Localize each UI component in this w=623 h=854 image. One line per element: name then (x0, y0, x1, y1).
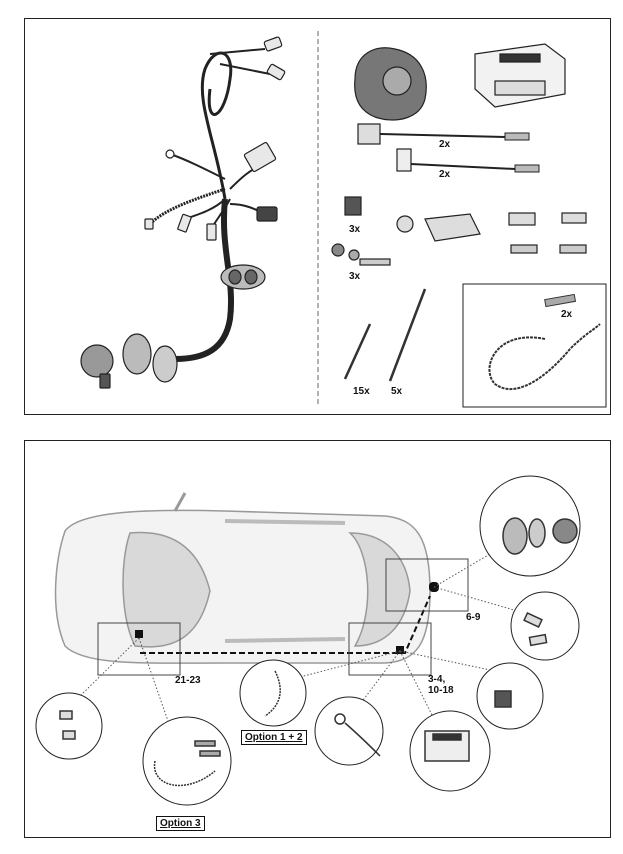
installation-drawing (35, 475, 581, 806)
qty-sleeves: 2x (561, 309, 573, 320)
small-parts (331, 196, 587, 266)
qty-relay-wires: 2x (439, 139, 451, 150)
detail-circles (35, 475, 581, 806)
car-top-view (54, 492, 431, 664)
qty-ties-large: 5x (391, 386, 403, 397)
tow-bar-socket (354, 47, 427, 121)
option-inset-box (462, 283, 607, 408)
kit-contents-drawing (80, 31, 607, 408)
qty-bolts: 3x (349, 271, 361, 282)
qty-clips: 3x (349, 224, 361, 235)
detail-sketches (59, 517, 578, 787)
ref-front: 21-23 (175, 675, 201, 686)
harness-connectors (80, 36, 286, 389)
detail-frames (97, 558, 469, 676)
option-wire-set (488, 293, 601, 390)
kit-contents-panel: 2x 2x 3x 3x 2x 15x 5x (24, 18, 611, 415)
ref-rear: 3-4, 10-18 (428, 674, 454, 696)
cable-ties (343, 288, 427, 382)
ref-socket: 6-9 (466, 612, 481, 623)
main-wiring-harness (148, 48, 271, 362)
relay-wire-set (357, 123, 540, 173)
option-3-label: Option 3 (156, 816, 205, 831)
control-module (474, 43, 566, 108)
installation-overview-panel: 6-9 3-4, 10-18 21-23 Option 1 + 2 Option… (24, 440, 611, 838)
qty-ties-small: 15x (353, 386, 370, 397)
cable-route (140, 595, 431, 654)
qty-fuse-wires: 2x (439, 169, 451, 180)
option-1-2-label: Option 1 + 2 (241, 730, 307, 745)
